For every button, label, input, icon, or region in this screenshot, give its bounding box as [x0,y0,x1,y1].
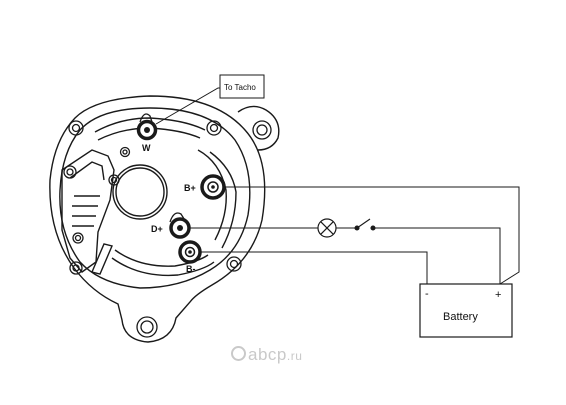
bolt-top-left [68,120,84,136]
bolt-top-right [206,120,222,136]
wire-switch-to-battery [373,227,501,284]
bolt-left-lower [72,232,84,244]
watermark-tld: .ru [286,349,303,363]
bolt-hub-top [119,146,131,158]
bolt-bottom-left [69,261,83,275]
terminal-d-plus-label: D+ [151,224,163,234]
wire-b-plus [224,186,520,285]
terminal-b-minus-label: B- [186,264,196,274]
watermark-brand: abcp [248,345,287,364]
wire-b-minus [200,251,428,284]
terminal-b-plus-label: B+ [184,183,196,193]
mounting-bolts [63,120,272,338]
terminal-b-minus [178,240,202,264]
bolt-left [63,165,77,179]
terminal-w-label: W [142,143,151,153]
ignition-switch [354,218,376,231]
alternator-body [49,95,280,343]
terminal-w [136,113,158,141]
wires [189,186,520,285]
bolt-bottom-right [226,256,242,272]
terminal-b-plus [200,174,226,200]
bolt-center-left [108,174,120,186]
battery-minus-label: - [425,288,429,300]
abcp-logo-icon [231,346,246,361]
to-tacho-box: To Tacho [155,74,265,125]
bolt-bottom-ear [136,316,158,338]
bolt-ear [252,120,272,140]
battery: Battery - + [419,283,513,338]
battery-label: Battery [443,311,478,323]
battery-plus-label: + [495,289,501,301]
indicator-lamp [317,218,337,238]
terminal-d-plus [169,212,191,239]
watermark: abcp.ru [231,345,302,365]
to-tacho-label: To Tacho [224,83,256,92]
